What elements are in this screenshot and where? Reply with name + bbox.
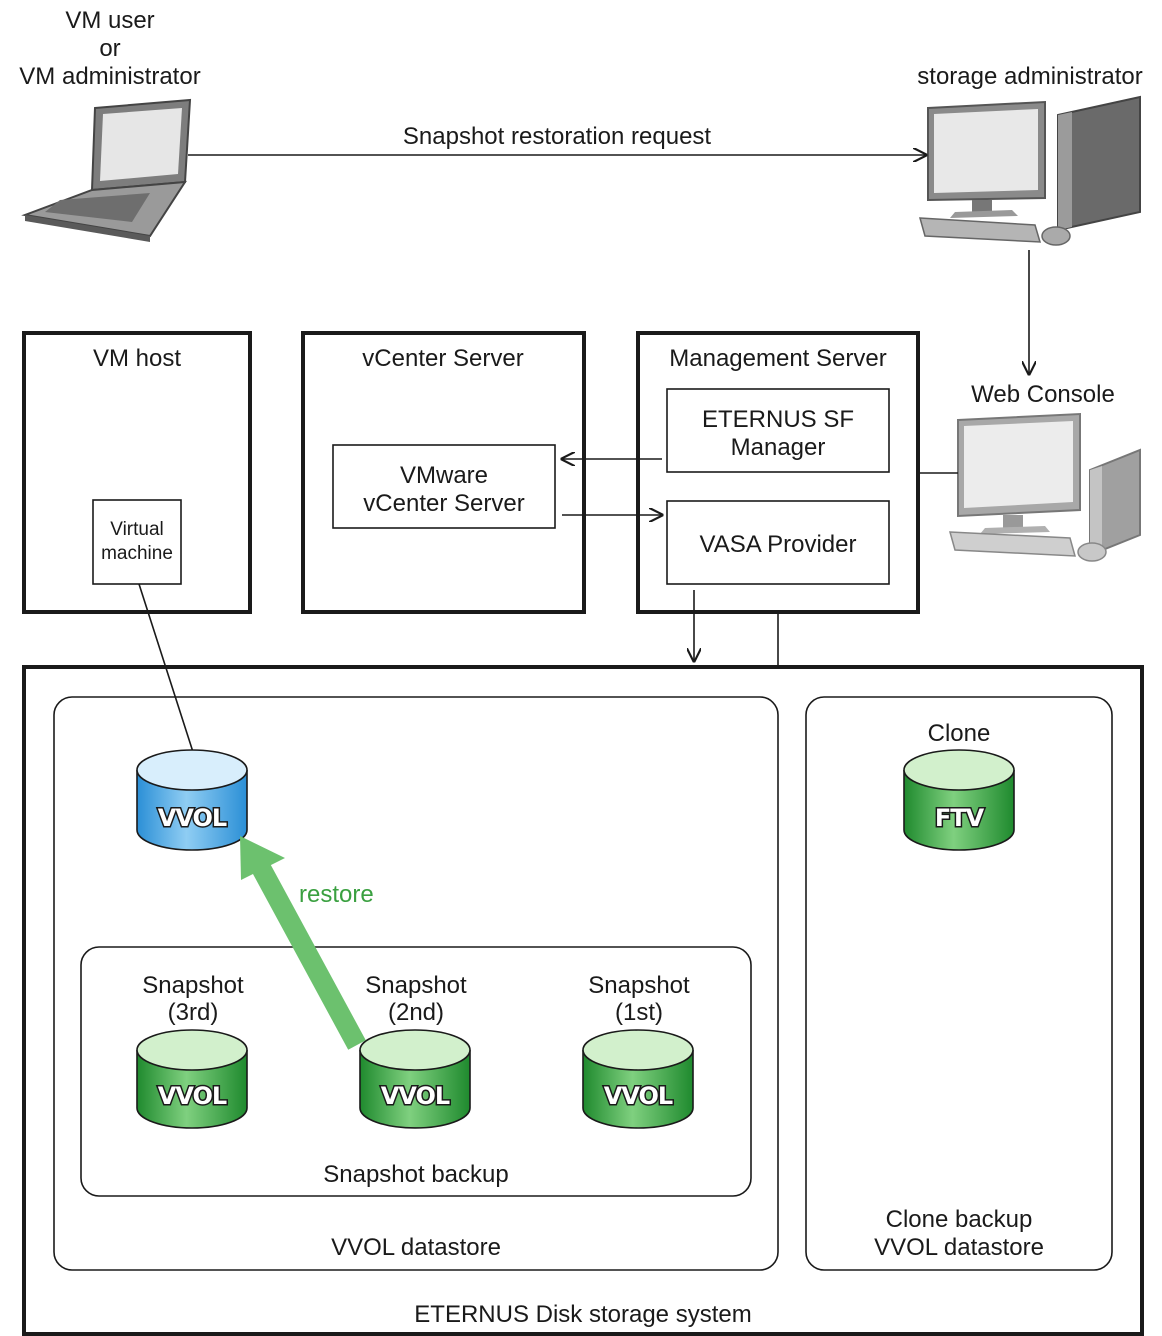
clone-backup-datastore-box	[805, 696, 1113, 1271]
eternus-sf-label: ETERNUS SF	[702, 406, 854, 433]
virtual-machine-label: Virtual	[110, 519, 164, 540]
snapshot-1st-cylinder-icon	[582, 1029, 694, 1129]
storage-administrator-label: storage administrator	[917, 63, 1142, 90]
restore-arrow	[240, 836, 366, 1050]
clone-backup-datastore-label: VVOL datastore	[874, 1234, 1044, 1261]
snapshot-1st-vvol-label: VVOL	[604, 1082, 673, 1110]
virtual-machine-label-2: machine	[101, 543, 173, 564]
snapshot-2nd-label: Snapshot	[365, 972, 467, 999]
vmware-vcenter-box	[332, 444, 556, 529]
ftv-cylinder-icon	[903, 749, 1015, 851]
snapshot-2nd-order-label: (2nd)	[388, 999, 444, 1026]
vm-user-label: VM user	[65, 7, 154, 34]
eternus-disk-storage-box	[22, 665, 1144, 1336]
vm-host-box	[22, 331, 252, 614]
vmware-label: VMware	[400, 462, 488, 489]
vm-host-label: VM host	[93, 345, 181, 372]
vvol-datastore-label: VVOL datastore	[331, 1234, 501, 1261]
snapshot-3rd-vvol-label: VVOL	[158, 1082, 227, 1110]
snapshot-2nd-vvol-label: VVOL	[381, 1082, 450, 1110]
desktop-computer-icon	[918, 95, 1141, 246]
web-console-label: Web Console	[971, 381, 1115, 408]
vcenter-server-box	[301, 331, 586, 614]
vvol-main-label: VVOL	[158, 804, 227, 832]
web-console-computer-icon	[948, 412, 1141, 562]
manager-label: Manager	[731, 434, 826, 461]
snapshot-3rd-order-label: (3rd)	[168, 999, 219, 1026]
vm-administrator-label: VM administrator	[19, 63, 200, 90]
vm-user-or-label: or	[99, 35, 120, 62]
eternus-sf-manager-box	[666, 388, 890, 473]
laptop-icon	[21, 98, 192, 242]
snapshot-backup-box	[80, 946, 752, 1197]
clone-backup-label: Clone backup	[886, 1206, 1033, 1233]
vvol-cylinder-icon	[136, 749, 248, 851]
vasa-provider-box	[666, 500, 890, 585]
eternus-disk-storage-label: ETERNUS Disk storage system	[414, 1301, 751, 1328]
snapshot-3rd-label: Snapshot	[142, 972, 244, 999]
management-server-label: Management Server	[669, 345, 886, 372]
snapshot-2nd-cylinder-icon	[359, 1029, 471, 1129]
vasa-provider-label: VASA Provider	[700, 531, 857, 558]
virtual-machine-box	[92, 499, 182, 585]
request-label: Snapshot restoration request	[403, 123, 712, 150]
snapshot-backup-label: Snapshot backup	[323, 1161, 508, 1188]
vmware-vcenter-label: vCenter Server	[363, 490, 524, 517]
snapshot-1st-order-label: (1st)	[615, 999, 663, 1026]
snapshot-3rd-cylinder-icon	[136, 1029, 248, 1129]
restore-label: restore	[299, 881, 374, 908]
vcenter-server-label: vCenter Server	[362, 345, 523, 372]
snapshot-1st-label: Snapshot	[588, 972, 690, 999]
clone-label: Clone	[928, 720, 991, 747]
ftv-label: FTV	[935, 804, 985, 832]
vvol-datastore-box	[53, 696, 779, 1271]
